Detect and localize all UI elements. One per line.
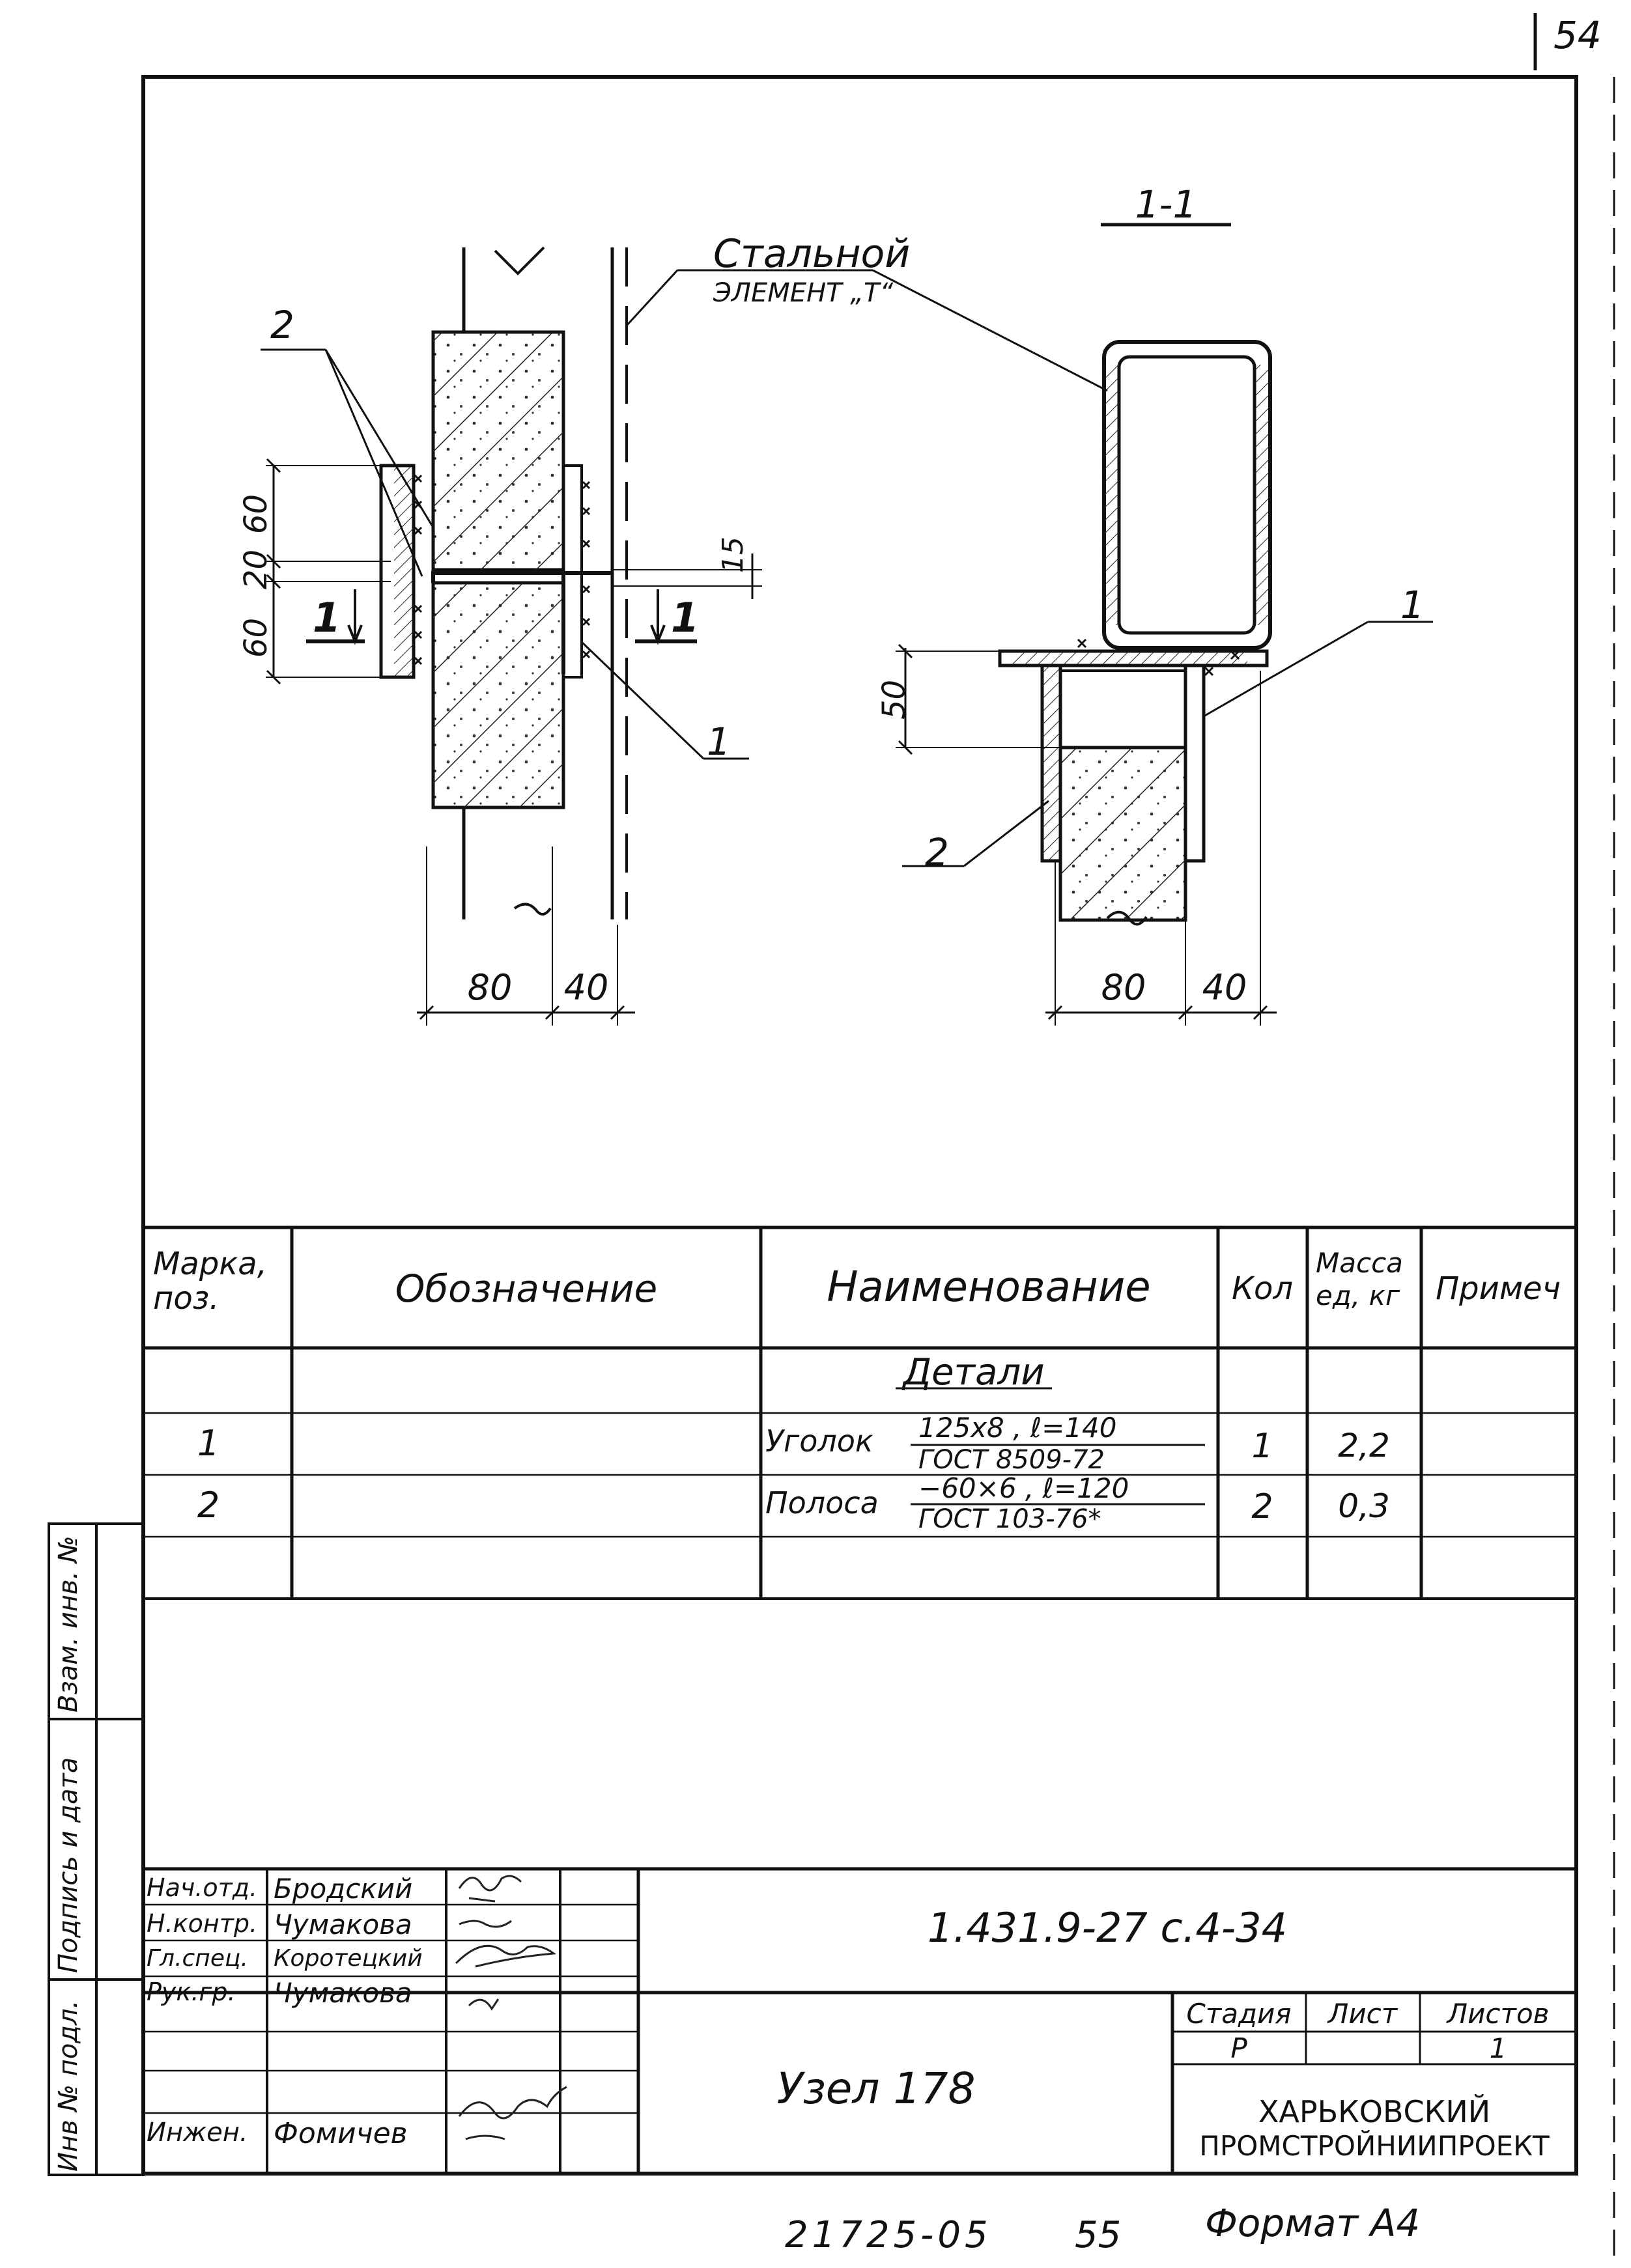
row2-name: Полоса xyxy=(765,1485,879,1520)
callout-steel-element-line1: Стальной xyxy=(713,231,911,277)
dim-gap: 15 xyxy=(716,537,750,573)
left-elevation-view xyxy=(261,246,873,1026)
role-3: Гл.спец. xyxy=(147,1945,248,1972)
spec-table-grid xyxy=(143,1225,1576,1600)
section-label: 1-1 xyxy=(1135,182,1197,227)
dim-left-top: 60 xyxy=(238,494,274,534)
format-label: Формат А4 xyxy=(1205,2201,1421,2245)
dim-right-50: 50 xyxy=(876,679,913,720)
callout-pos2-right: 2 xyxy=(925,830,949,875)
callout-pos2-left: 2 xyxy=(270,303,294,347)
organization-line2: ПРОМСТРОЙНИИПРОЕКТ xyxy=(1199,2130,1550,2162)
cut-mark-left: 1 xyxy=(313,594,341,641)
callout-pos1-right: 1 xyxy=(1400,583,1425,627)
stamp-vzam-inv: Взам. инв. № xyxy=(53,1535,83,1713)
organization-line1: ХАРЬКОВСКИЙ xyxy=(1258,2094,1491,2129)
title-block-grid xyxy=(143,1867,1576,2174)
callout-steel-element-line2: элемент „T“ xyxy=(713,278,894,308)
signatures xyxy=(455,1875,567,2140)
callout-pos1-left: 1 xyxy=(707,720,731,764)
header-qty: Кол xyxy=(1231,1270,1294,1307)
dim-left-bottom-80: 80 xyxy=(467,967,513,1008)
header-designation: Обозначение xyxy=(395,1267,658,1311)
name-2: Чумакова xyxy=(274,1909,412,1940)
name-3: Коротецкий xyxy=(274,1945,423,1972)
header-mass: Масса ед, кг xyxy=(1316,1247,1403,1312)
role-6: Инжен. xyxy=(147,2118,248,2148)
document-code: 1.431.9-27 с.4-34 xyxy=(927,1904,1288,1952)
role-4: Рук.гр. xyxy=(147,1978,236,2006)
cut-mark-right: 1 xyxy=(671,594,700,641)
role-1: Нач.отд. xyxy=(147,1873,258,1902)
row2-pos: 2 xyxy=(197,1485,220,1526)
dim-left-bottom: 60 xyxy=(238,617,274,658)
row2-standard: ГОСТ 103-76* xyxy=(918,1504,1101,1534)
row1-standard: ГОСТ 8509-72 xyxy=(918,1445,1105,1475)
sheets-value: 1 xyxy=(1489,2032,1507,2064)
dim-right-bottom-80: 80 xyxy=(1101,967,1146,1008)
row1-name: Уголок xyxy=(765,1423,873,1459)
spec-section-title: Детали xyxy=(903,1351,1045,1393)
name-1: Бродский xyxy=(274,1873,413,1905)
row1-pos: 1 xyxy=(197,1423,220,1464)
page-number: 54 xyxy=(1553,13,1602,57)
header-name: Наименование xyxy=(827,1263,1151,1311)
row2-mass: 0,3 xyxy=(1338,1487,1390,1525)
row2-size: −60×6 , ℓ=120 xyxy=(918,1472,1129,1504)
row1-mass: 2,2 xyxy=(1338,1427,1390,1464)
side-stamp-grid xyxy=(48,1522,145,2176)
header-mark: Марка, поз. xyxy=(153,1246,267,1317)
sheets-label: Листов xyxy=(1447,1998,1550,2030)
archive-number: 21725-05 xyxy=(785,2214,992,2256)
dim-right-bottom-40: 40 xyxy=(1202,967,1247,1008)
row1-qty: 1 xyxy=(1251,1427,1273,1466)
section-1-1-view xyxy=(872,223,1433,1026)
dim-left-mid: 20 xyxy=(238,549,274,589)
page-ref: 55 xyxy=(1075,2214,1122,2256)
stamp-inv-orig: Инв № подл. xyxy=(53,2000,83,2172)
dim-left-bottom-40: 40 xyxy=(563,967,609,1008)
role-2: Н.контр. xyxy=(147,1909,258,1938)
sheet-label: Лист xyxy=(1327,1998,1398,2030)
stamp-sign-date: Подпись и дата xyxy=(53,1757,83,1973)
row2-qty: 2 xyxy=(1251,1487,1273,1526)
header-note: Примеч xyxy=(1436,1270,1561,1307)
row1-size: 125х8 , ℓ=140 xyxy=(918,1412,1117,1444)
drawing-title: Узел 178 xyxy=(776,2064,976,2114)
stage-label: Стадия xyxy=(1186,1998,1292,2030)
name-4: Чумакова xyxy=(274,1977,412,2009)
sheet-frame xyxy=(141,13,1615,2260)
name-6: Фомичев xyxy=(274,2117,408,2150)
stage-value: Р xyxy=(1230,2032,1247,2064)
